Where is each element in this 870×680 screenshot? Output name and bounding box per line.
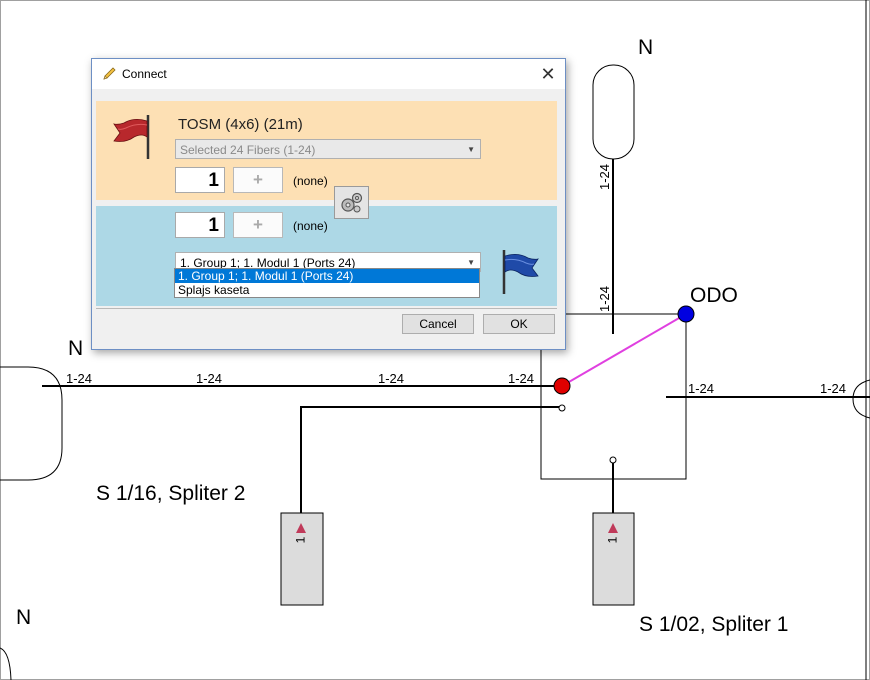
north-label-left: N [68,337,84,360]
cable-title: TOSM (4x6) (21m) [178,116,303,133]
ok-button[interactable]: OK [483,314,555,334]
manhole-left[interactable] [0,366,63,481]
port-number-input[interactable]: 1 [175,212,225,238]
fiber-connection-line[interactable] [561,313,687,387]
chevron-down-icon: ▼ [467,258,475,267]
fiber-selection-dropdown[interactable]: Selected 24 Fibers (1-24) ▼ [175,139,481,159]
fiber-label: 1-24 [688,381,715,396]
splitter-2-label: S 1/16, Spliter 2 [96,482,246,505]
dropdown-option[interactable]: Splajs kaseta [178,283,250,297]
dialog-titlebar[interactable]: Connect ✕ [92,59,565,89]
fiber-selection-value: Selected 24 Fibers (1-24) [180,143,316,157]
port-status: (none) [293,219,328,233]
chevron-down-icon: ▼ [467,145,475,154]
module-dropdown-value: 1. Group 1; 1. Modul 1 (Ports 24) [180,256,356,270]
fiber-label: 1-24 [820,381,847,396]
red-flag-icon [113,115,150,159]
dropdown-option-selected[interactable]: 1. Group 1; 1. Modul 1 (Ports 24) [175,269,479,283]
add-fiber-button[interactable]: + [233,167,283,193]
cable-to-splitter-2[interactable] [300,406,562,514]
fiber-label-vertical: 1-24 [597,285,612,312]
red-node[interactable] [553,377,571,395]
manhole-top[interactable] [592,64,635,160]
splitter-2-port-label: 1 [293,536,308,544]
pencil-icon [103,67,116,80]
fiber-number-input[interactable]: 1 [175,167,225,193]
gears-icon [341,192,363,213]
dialog-title: Connect [122,67,167,81]
fiber-label: 1-24 [66,371,93,386]
fiber-status: (none) [293,174,328,188]
settings-button[interactable] [334,186,369,219]
fiber-label: 1-24 [508,371,535,386]
splitter-1-port-marker [608,523,618,533]
odo-label: ODO [690,284,738,307]
odo-box[interactable] [540,313,687,480]
fiber-label-vertical: 1-24 [597,163,612,190]
close-icon[interactable]: ✕ [540,64,556,84]
add-port-button[interactable]: + [233,212,283,238]
north-label-top: N [638,36,654,59]
splitter-2-port-marker [296,523,306,533]
blue-node-odo[interactable] [677,305,695,323]
splitter-1-label: S 1/02, Spliter 1 [639,613,789,636]
dialog-separator [96,308,557,309]
module-dropdown-list[interactable]: 1. Group 1; 1. Modul 1 (Ports 24) Splajs… [174,268,480,298]
port-node-small-2[interactable] [609,456,617,464]
north-label-bottom: N [16,606,32,629]
fiber-label: 1-24 [196,371,223,386]
port-node-small-1[interactable] [558,404,566,412]
splitter-1-port-label: 1 [605,536,620,544]
source-cable-panel: TOSM (4x6) (21m) Selected 24 Fibers (1-2… [96,101,557,200]
fiber-label: 1-24 [378,371,405,386]
connect-dialog: Connect ✕ TOSM (4x6) (21m) Selected 24 F… [91,58,566,350]
cancel-button[interactable]: Cancel [402,314,474,334]
manhole-right[interactable] [852,379,870,419]
manhole-bottom-left[interactable] [0,647,12,680]
blue-flag-icon [502,250,539,294]
